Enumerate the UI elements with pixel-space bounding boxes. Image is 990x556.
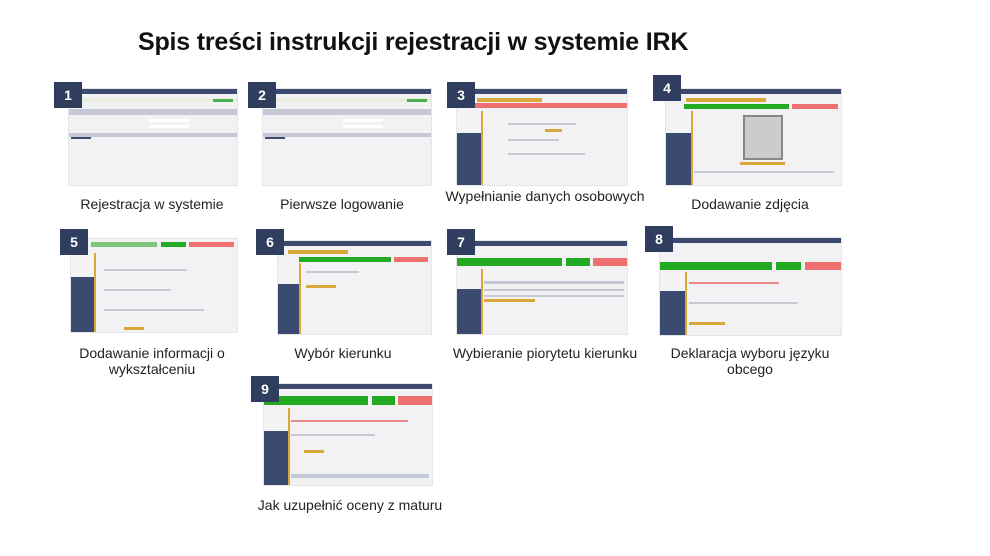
item-number-badge: 4 <box>653 75 681 101</box>
item-number-badge: 5 <box>60 229 88 255</box>
item-label[interactable]: Dodawanie informacji o wykształceniu <box>79 345 225 377</box>
item-number-badge: 3 <box>447 82 475 108</box>
item-number-badge: 1 <box>54 82 82 108</box>
item-label[interactable]: Pierwsze logowanie <box>280 196 404 212</box>
thumbnail-photo[interactable] <box>665 88 842 186</box>
item-label[interactable]: Wybieranie piorytetu kierunku <box>452 345 638 361</box>
item-label[interactable]: Jak uzupełnić oceny z maturu <box>257 497 443 513</box>
thumbnail-grades[interactable] <box>263 383 433 486</box>
thumbnail-first-login[interactable] <box>262 88 432 186</box>
page-title: Spis treści instrukcji rejestracji w sys… <box>138 28 689 56</box>
thumbnail-personal-data[interactable] <box>456 88 628 186</box>
item-number-badge: 6 <box>256 229 284 255</box>
thumbnail-registration[interactable] <box>68 88 238 186</box>
item-number-badge: 2 <box>248 82 276 108</box>
item-number-badge: 9 <box>251 376 279 402</box>
item-label[interactable]: Wybór kierunku <box>294 345 392 361</box>
item-label[interactable]: Deklaracja wyboru języku obcego <box>670 345 830 377</box>
thumbnail-priority[interactable] <box>456 240 628 335</box>
thumbnail-language[interactable] <box>659 237 842 336</box>
item-label[interactable]: Wypełnianie danych osobowych <box>445 188 645 204</box>
thumbnail-education[interactable] <box>70 238 238 333</box>
item-number-badge: 7 <box>447 229 475 255</box>
thumbnail-choose-field[interactable] <box>277 240 432 335</box>
item-number-badge: 8 <box>645 226 673 252</box>
item-label[interactable]: Dodawanie zdjęcia <box>691 196 809 212</box>
item-label[interactable]: Rejestracja w systemie <box>80 196 224 212</box>
